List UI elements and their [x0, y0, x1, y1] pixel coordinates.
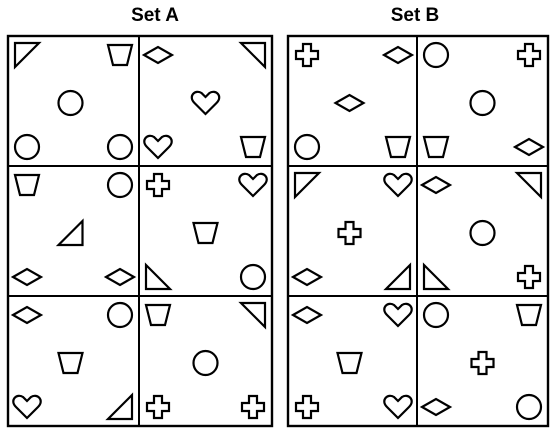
cross-shape: [294, 394, 320, 420]
set-a-title: Set A: [131, 5, 179, 26]
triangle-shape: [383, 262, 412, 291]
trapezoid-shape: [106, 43, 134, 67]
trapezoid-shape: [384, 135, 412, 159]
diamond-shape: [10, 305, 44, 325]
set-b-panel-1: [287, 35, 418, 167]
diamond-shape: [419, 175, 453, 195]
set-b-panel-6: [416, 295, 549, 427]
triangle-shape: [13, 41, 42, 70]
circle-shape: [469, 219, 496, 247]
circle-shape: [13, 133, 41, 161]
trapezoid-shape: [144, 303, 172, 327]
circle-shape: [422, 41, 450, 69]
set-a-panel-1: [7, 35, 140, 167]
set-a-panel-6: [138, 295, 273, 427]
set-b-panel-4: [416, 165, 549, 297]
triangle-shape: [144, 262, 173, 291]
cross-shape: [294, 42, 320, 68]
heart-shape: [383, 302, 413, 328]
cross-shape: [145, 394, 171, 420]
diamond-shape: [512, 137, 546, 157]
circle-shape: [106, 133, 134, 161]
circle-shape: [57, 89, 84, 117]
set-a-panel-5: [7, 295, 140, 427]
diamond-shape: [10, 267, 44, 287]
diamond-shape: [141, 45, 175, 65]
trapezoid-shape: [239, 135, 267, 159]
circle-shape: [515, 393, 543, 421]
triangle-shape: [55, 218, 84, 247]
heart-shape: [383, 394, 413, 420]
set-a-panel-2: [138, 35, 273, 167]
triangle-shape: [105, 392, 134, 421]
triangle-shape: [422, 262, 451, 291]
trapezoid-shape: [515, 303, 543, 327]
trapezoid-shape: [336, 351, 363, 375]
trapezoid-shape: [422, 135, 450, 159]
set-b-panel-5: [287, 295, 418, 427]
triangle-shape: [514, 171, 543, 200]
circle-shape: [106, 171, 134, 199]
heart-shape: [143, 134, 173, 160]
triangle-shape: [238, 301, 267, 330]
diamond-shape: [333, 93, 366, 113]
set-a-panel-3: [7, 165, 140, 297]
circle-shape: [239, 263, 267, 291]
triangle-shape: [293, 171, 322, 200]
grid-outer-border: [286, 34, 550, 428]
triangle-shape: [238, 41, 267, 70]
diamond-shape: [290, 267, 324, 287]
circle-shape: [469, 89, 496, 117]
cross-shape: [516, 264, 542, 290]
set-b-panel-3: [287, 165, 418, 297]
trapezoid-shape: [192, 221, 219, 245]
set-b-grid: [286, 34, 550, 428]
diamond-shape: [419, 397, 453, 417]
cross-shape: [470, 350, 495, 376]
heart-shape: [383, 172, 413, 198]
diamond-shape: [103, 267, 137, 287]
circle-shape: [192, 349, 219, 377]
cross-shape: [337, 220, 362, 246]
grid-outer-border: [6, 34, 274, 428]
set-a-panel-4: [138, 165, 273, 297]
diamond-shape: [381, 45, 415, 65]
trapezoid-shape: [57, 351, 84, 375]
heart-shape: [238, 172, 268, 198]
circle-shape: [106, 301, 134, 329]
circle-shape: [422, 301, 450, 329]
cross-shape: [145, 172, 171, 198]
trapezoid-shape: [13, 173, 41, 197]
heart-shape: [12, 394, 42, 420]
cross-shape: [240, 394, 266, 420]
circle-shape: [293, 133, 321, 161]
cross-shape: [516, 42, 542, 68]
set-b-panel-2: [416, 35, 549, 167]
set-b-title: Set B: [390, 5, 440, 26]
heart-shape: [190, 90, 221, 116]
diamond-shape: [290, 305, 324, 325]
set-a-grid: [6, 34, 274, 428]
